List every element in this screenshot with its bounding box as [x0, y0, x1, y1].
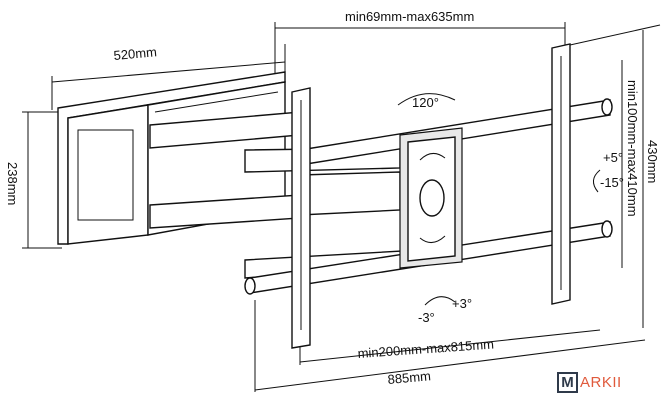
tilt-up-label: +5° [603, 150, 623, 165]
level-left-label: -3° [418, 310, 435, 325]
vertical-bars [291, 43, 571, 349]
vertical-vesa-label: min100mm-max410mm [625, 80, 640, 217]
angle-arrows [397, 93, 601, 306]
dimension-lines [22, 22, 661, 392]
center-mount-plate [399, 127, 463, 269]
tilt-down-label: -15° [600, 175, 624, 190]
arm-extension-label: min69mm-max635mm [345, 9, 474, 24]
horizontal-vesa-label: min200mm-max815mm [357, 337, 494, 361]
overall-width-label: 885mm [387, 368, 432, 387]
level-right-label: +3° [452, 296, 472, 311]
brand-logo: M ARKII [557, 372, 622, 393]
wall-plate-height-label: 238mm [5, 162, 20, 205]
wall-plate-width-label: 520mm [113, 44, 158, 63]
logo-text: ARKII [580, 374, 622, 391]
overall-height-label: 430mm [645, 140, 660, 183]
swivel-angle-label: 120° [412, 95, 439, 110]
logo-box-letter: M [557, 372, 578, 393]
